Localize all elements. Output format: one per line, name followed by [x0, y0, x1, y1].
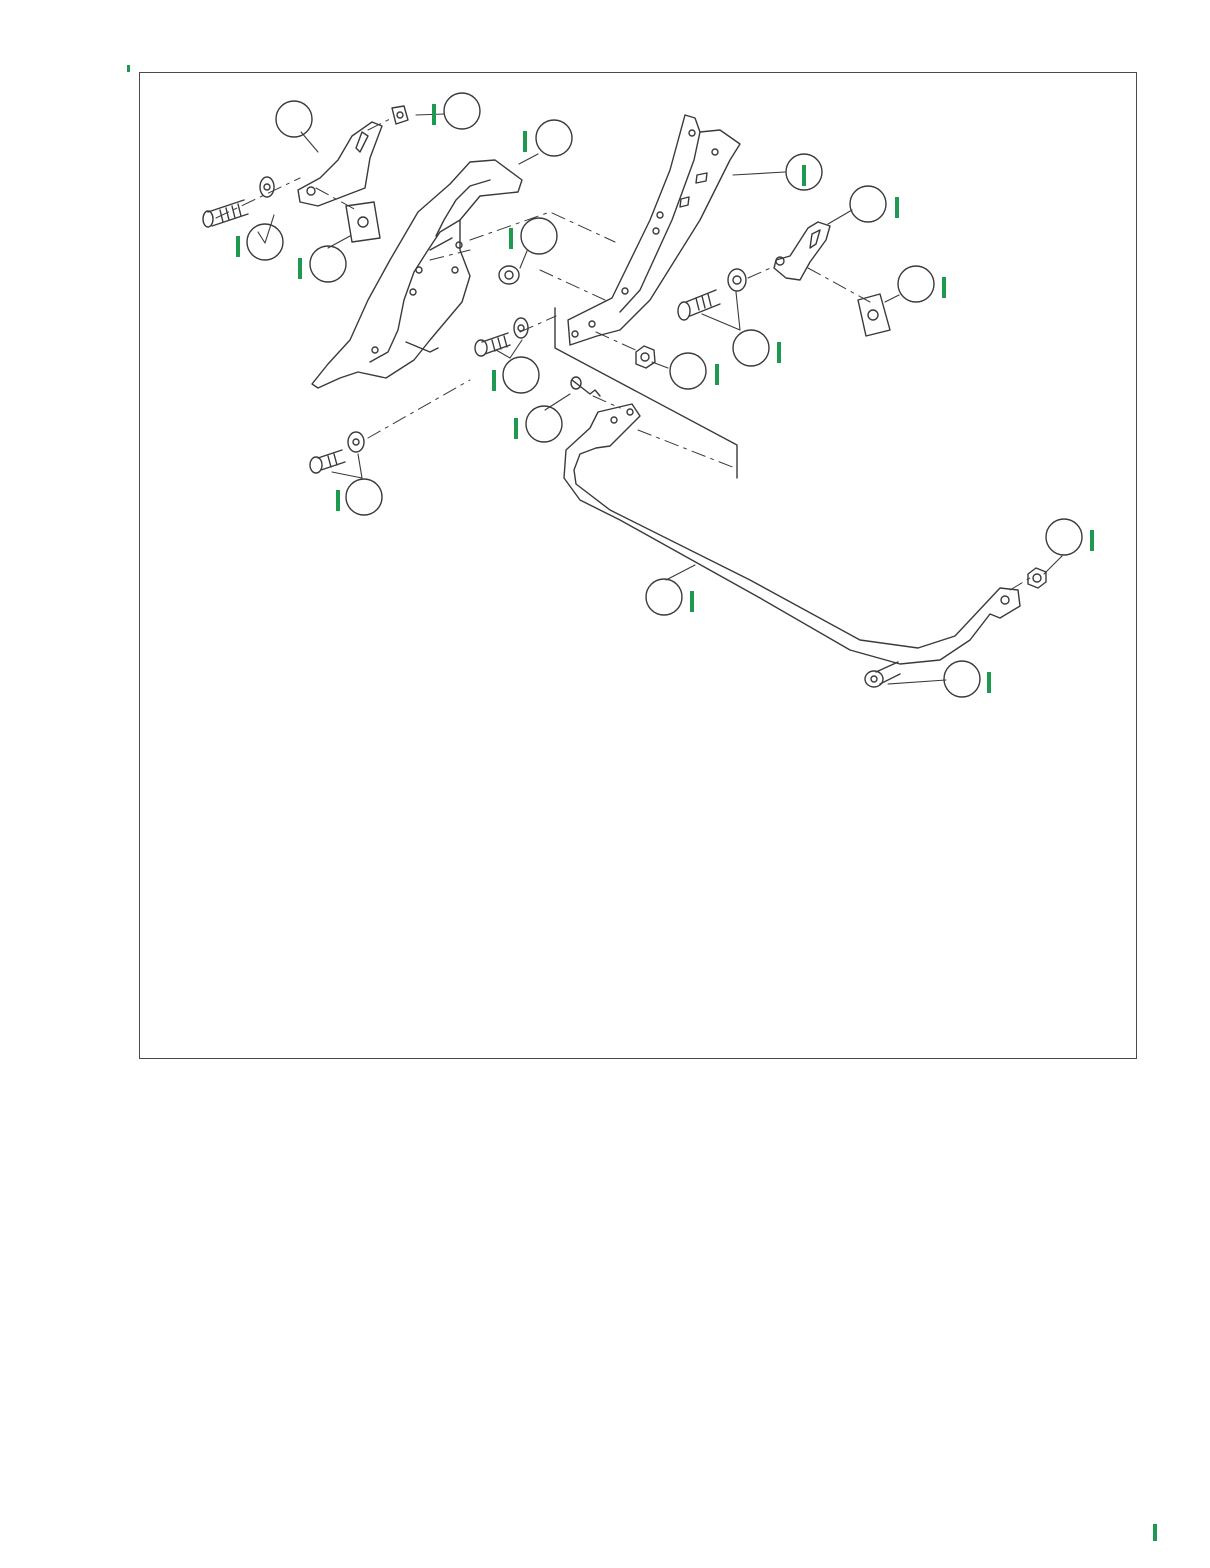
bottom-screw	[864, 661, 901, 688]
handle-bar-tube	[563, 403, 1021, 665]
callout-markers	[236, 104, 1094, 693]
middle-bolt	[474, 317, 529, 357]
upright-support-bracket	[567, 114, 741, 346]
illustration-frame	[139, 72, 1137, 1059]
left-upper-bolt	[202, 176, 275, 228]
shroud-panel-outline	[554, 307, 738, 479]
callout-circles	[246, 92, 1083, 698]
right-small-bracket	[773, 221, 831, 281]
center-washer	[498, 265, 520, 285]
lock-nut	[635, 345, 656, 369]
speed-nut-top	[391, 105, 409, 125]
right-clip-nut	[857, 293, 891, 337]
bottom-right-marker	[1153, 1524, 1157, 1541]
callout-leader-lines	[257, 113, 1063, 685]
top-left-marker	[127, 65, 130, 72]
left-clip-nut	[345, 201, 381, 243]
end-nut	[1027, 567, 1047, 589]
assembly-centerlines	[215, 117, 1031, 591]
right-bolt	[677, 268, 747, 321]
tube-mount-bolt	[570, 376, 601, 397]
pedal-pan	[311, 159, 523, 389]
lower-left-bolt	[309, 431, 365, 474]
left-mounting-bracket	[297, 121, 383, 207]
